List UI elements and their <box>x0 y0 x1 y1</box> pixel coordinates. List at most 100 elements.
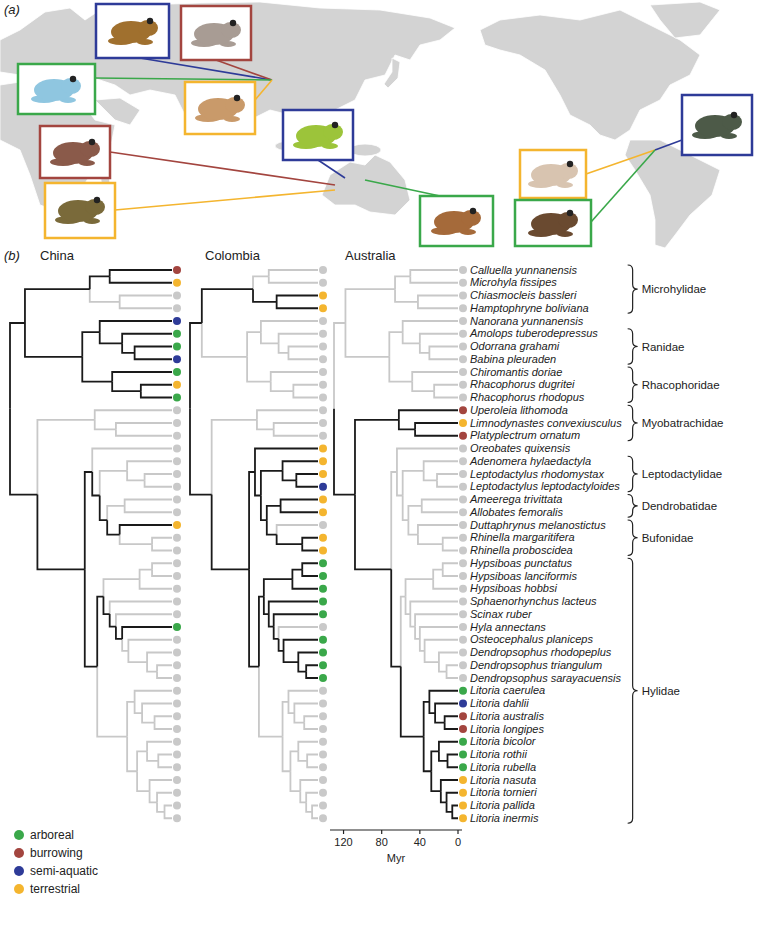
tree-branch <box>408 520 418 534</box>
species-name: Leptodactylus rhodomystax <box>470 468 604 481</box>
tip-dot <box>319 802 327 810</box>
species-name: Litoria australis <box>470 710 544 723</box>
tree-branch <box>420 334 458 344</box>
photo-frames <box>18 4 752 246</box>
species-name: Hyla annectans <box>470 621 546 634</box>
family-bracket <box>628 265 638 313</box>
tree-branch <box>395 276 410 289</box>
frog-photo <box>31 76 81 103</box>
axis-tick-label: 80 <box>376 836 388 849</box>
tree-branch <box>410 270 458 276</box>
family-bracket <box>628 495 638 518</box>
tip-dot <box>173 623 181 631</box>
australia <box>322 155 410 215</box>
tree-branch <box>447 793 458 803</box>
family-name: Myobatrachidae <box>642 416 724 430</box>
tip-dot <box>459 687 467 695</box>
tip-dot <box>459 470 467 478</box>
tip-dot <box>319 330 327 338</box>
tree-branch <box>434 385 458 391</box>
arabia <box>95 98 140 125</box>
tree-branch <box>422 506 458 512</box>
tip-dot <box>319 457 327 465</box>
tip-dot <box>319 559 327 567</box>
species-name: Platyplectrum ornatum <box>470 429 580 442</box>
tree-branch <box>267 520 277 534</box>
species-name: Ameerega trivittata <box>470 493 562 506</box>
tree-branch <box>431 771 441 791</box>
panel-letter: (a) <box>4 2 20 17</box>
tree-branch <box>155 716 172 722</box>
species-name: Odorrana grahami <box>470 340 559 353</box>
tree-branch <box>412 382 434 392</box>
legend-item: burrowing <box>14 846 83 861</box>
leader-line <box>318 160 345 178</box>
tree-branch <box>298 662 306 672</box>
axis-title: Myr <box>387 852 405 865</box>
species-name: Litoria nasuta <box>470 774 536 787</box>
tip-dot <box>173 700 181 708</box>
tree-branch <box>90 289 120 302</box>
tip-dot <box>459 725 467 733</box>
tree-branch <box>122 639 128 651</box>
species-name: Litoria bicolor <box>470 735 535 748</box>
tree-branch <box>142 704 172 714</box>
tip-dot <box>173 292 181 300</box>
tip-dot <box>319 572 327 580</box>
tree-branch <box>277 535 303 545</box>
tree-branch <box>110 614 116 627</box>
tree-branch <box>85 472 92 569</box>
tip-dot <box>319 521 327 529</box>
species-name: Adenomera hylaedactyla <box>470 455 591 468</box>
species-name: Chiromantis doriae <box>470 366 562 379</box>
tree-branch <box>435 713 445 723</box>
tip-dot <box>319 483 327 491</box>
tip-dot <box>173 534 181 542</box>
legend-item: terrestrial <box>14 882 80 897</box>
tree-branch <box>424 461 458 471</box>
tree-branch <box>296 474 318 480</box>
tree-branch <box>401 667 424 737</box>
tree-branch <box>253 289 277 302</box>
tree-branch <box>259 667 283 737</box>
tree-branch <box>247 332 261 357</box>
tip-dot <box>319 610 327 618</box>
tree-branch <box>165 806 172 812</box>
tree-branch <box>150 791 157 802</box>
tree-branch <box>269 270 318 276</box>
species-name: Amolops tuberodepressus <box>470 327 598 340</box>
tip-dot <box>173 330 181 338</box>
tree-branch <box>420 627 458 639</box>
tip-dot <box>319 381 327 389</box>
tree-branch <box>100 496 107 521</box>
tree-branch <box>395 289 418 302</box>
tip-dot <box>459 406 467 414</box>
legend-swatch <box>14 848 24 858</box>
tip-dot <box>459 674 467 682</box>
tip-dot <box>173 419 181 427</box>
species-name: Litoria inermis <box>470 812 538 825</box>
frog-photo <box>191 20 241 47</box>
tree-branch <box>312 806 318 812</box>
leader-line <box>95 78 272 80</box>
tip-dot <box>319 712 327 720</box>
tree-branch <box>135 347 172 353</box>
tree-branch <box>334 409 355 495</box>
tree-branch <box>141 391 172 397</box>
family-bracket <box>628 329 638 365</box>
tree-branch <box>399 410 458 420</box>
tree-branch <box>157 802 164 812</box>
tip-dot <box>319 470 327 478</box>
tip-dot <box>173 279 181 287</box>
tip-dot <box>319 700 327 708</box>
tree-branch <box>92 449 172 473</box>
tree-branch <box>107 520 119 534</box>
family-bracket <box>628 558 638 823</box>
tree-branch <box>439 742 458 752</box>
tree-branch <box>277 525 318 535</box>
tree-branch <box>110 270 172 276</box>
tree-branch <box>152 563 172 569</box>
tree-branch <box>82 332 99 357</box>
tree-branch <box>10 323 25 409</box>
